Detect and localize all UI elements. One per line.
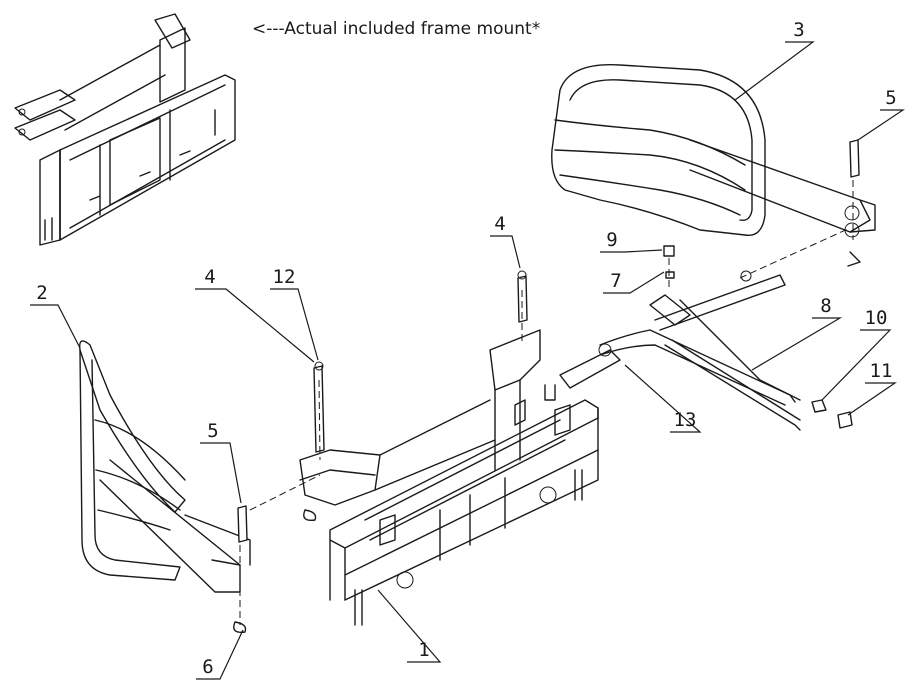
- callout-5-left: 5: [207, 420, 218, 442]
- part-3-right-arm: [551, 64, 876, 267]
- frame-mount-inset: [14, 13, 236, 246]
- callout-6: 6: [202, 656, 213, 678]
- callout-7: 7: [610, 270, 621, 292]
- callout-5-right: 5: [885, 87, 896, 109]
- hydraulic-assembly: [544, 270, 801, 431]
- part-1-main-frame: [299, 329, 599, 626]
- part-2-left-arm: [79, 340, 251, 593]
- callout-3: 3: [793, 19, 804, 41]
- callout-9: 9: [606, 229, 617, 251]
- callout-4-left: 4: [204, 266, 215, 288]
- callout-11: 11: [870, 360, 893, 382]
- callout-1: 1: [418, 639, 429, 661]
- assembly-lines: [239, 180, 854, 625]
- callout-2: 2: [36, 282, 47, 304]
- callout-13: 13: [674, 409, 697, 431]
- leader-lines: [30, 41, 905, 680]
- callout-12: 12: [273, 266, 296, 288]
- callout-4-right: 4: [494, 213, 505, 235]
- frame-mount-caption: <---Actual included frame mount*: [252, 19, 541, 39]
- callout-8: 8: [820, 295, 831, 317]
- callout-labels: 1 2 3 4 4 5 5 6 7 8 9 10 11 12 13: [36, 19, 896, 678]
- callout-10: 10: [865, 307, 888, 329]
